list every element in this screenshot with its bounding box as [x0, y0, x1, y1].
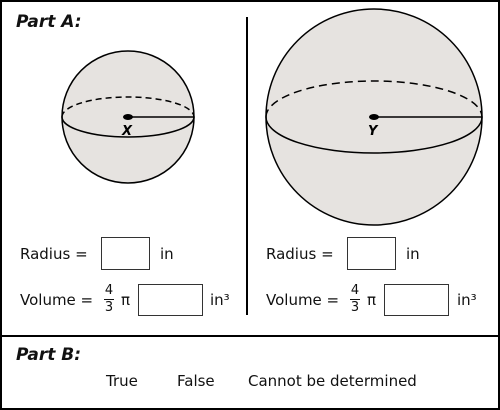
- right-volume-unit: in³: [457, 291, 477, 309]
- sphere-y-center-point: [369, 114, 379, 120]
- left-volume-fraction: 4 3: [104, 284, 114, 315]
- left-pi-symbol: π: [121, 291, 131, 309]
- right-fraction-bar: [350, 299, 360, 300]
- right-radius-input[interactable]: [347, 237, 396, 270]
- sphere-x-back-equator: [61, 96, 195, 118]
- right-pi-symbol: π: [367, 291, 377, 309]
- part-b-heading: Part B:: [16, 345, 82, 365]
- sphere-x-front-equator: [61, 116, 195, 138]
- left-volume-unit: in³: [210, 291, 230, 309]
- left-radius-label: Radius =: [20, 245, 88, 263]
- column-divider: [246, 17, 248, 315]
- choice-cannot-be-determined[interactable]: Cannot be determined: [248, 372, 417, 390]
- right-volume-fraction: 4 3: [350, 284, 360, 315]
- sphere-y-back-equator: [265, 80, 483, 118]
- part-a-heading: Part A:: [16, 12, 82, 32]
- left-fraction-bar: [104, 299, 114, 300]
- right-fraction-numerator: 4: [350, 283, 360, 298]
- sphere-x-center-point: [123, 114, 133, 120]
- sphere-y-figure: Y: [265, 8, 483, 226]
- left-fraction-denominator: 3: [104, 300, 114, 315]
- sphere-y-front-equator: [265, 116, 483, 154]
- choice-false[interactable]: False: [177, 372, 215, 390]
- left-fraction-numerator: 4: [104, 283, 114, 298]
- sphere-x-figure: X: [61, 50, 195, 184]
- left-radius-input[interactable]: [101, 237, 150, 270]
- choice-true[interactable]: True: [106, 372, 138, 390]
- right-volume-input[interactable]: [384, 284, 449, 316]
- right-fraction-denominator: 3: [350, 300, 360, 315]
- sphere-x-label: X: [121, 124, 133, 139]
- right-radius-label: Radius =: [266, 245, 334, 263]
- right-volume-label: Volume =: [266, 291, 340, 309]
- left-radius-unit: in: [160, 245, 174, 263]
- left-volume-label: Volume =: [20, 291, 94, 309]
- left-volume-input[interactable]: [138, 284, 203, 316]
- right-radius-unit: in: [406, 245, 420, 263]
- section-divider: [0, 335, 500, 337]
- sphere-y-label: Y: [368, 124, 379, 139]
